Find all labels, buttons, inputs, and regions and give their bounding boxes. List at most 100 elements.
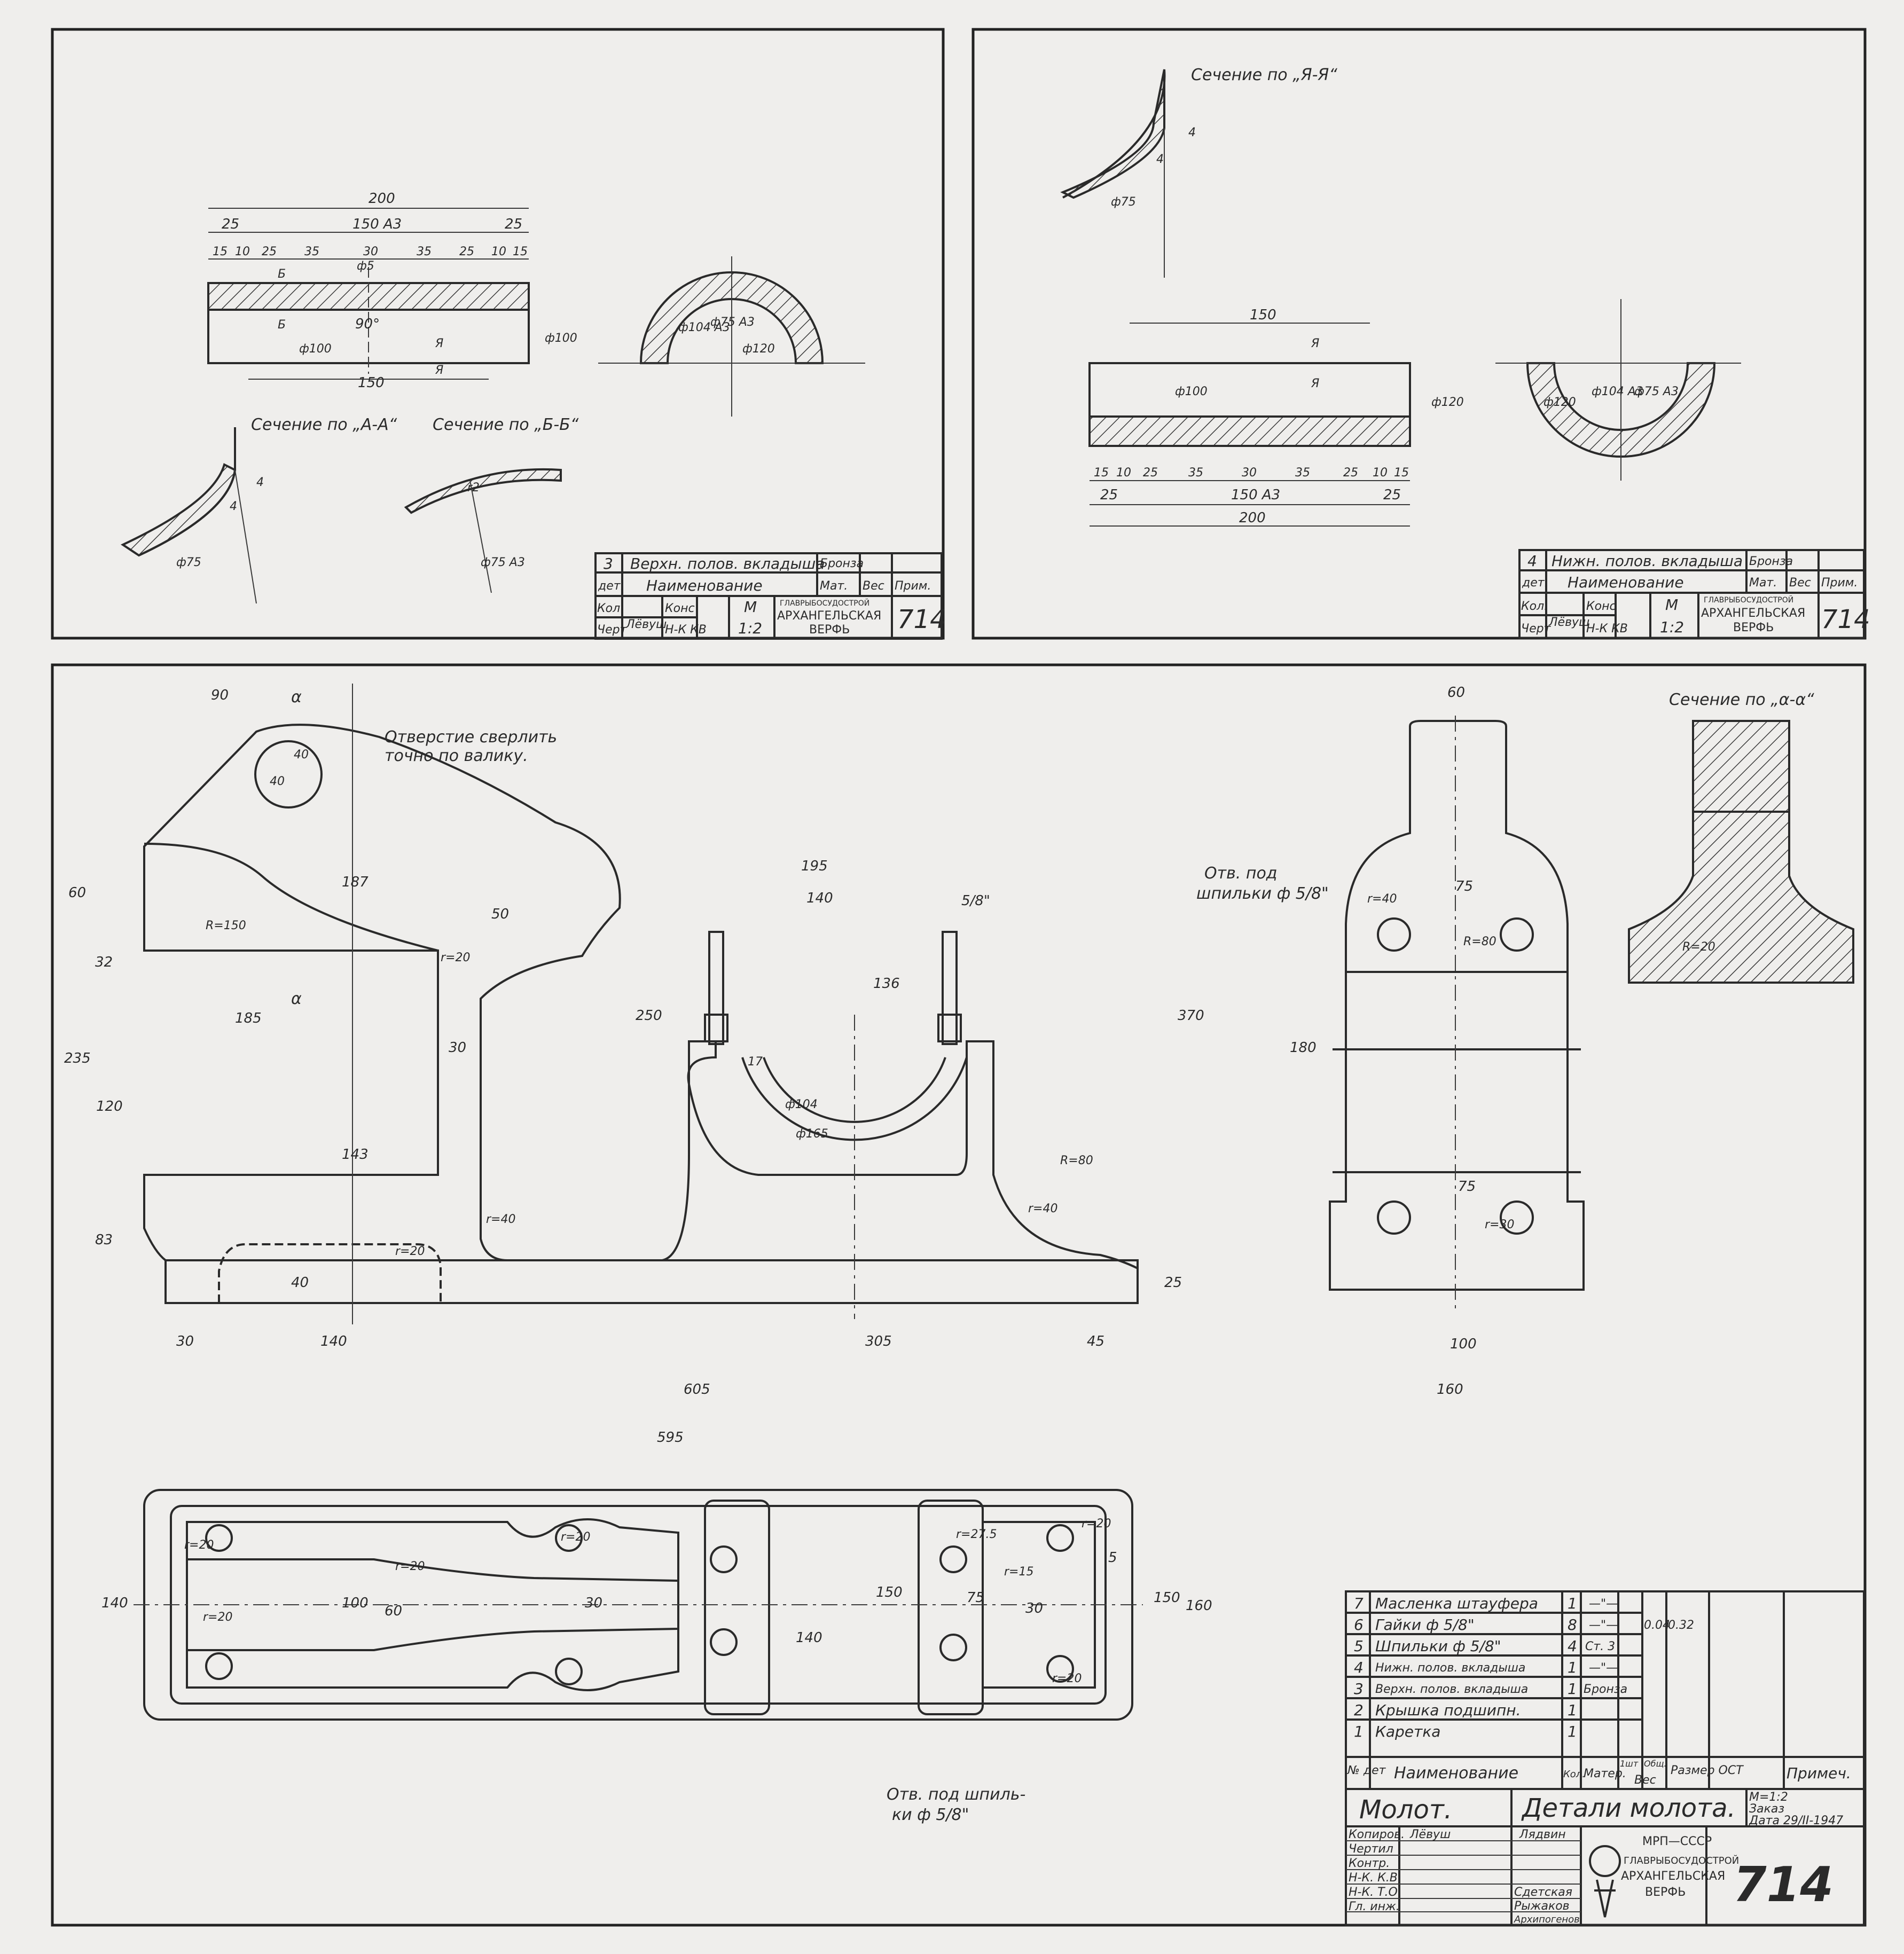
bom-qty: 8 [1568, 1616, 1577, 1634]
bolt-hole [205, 1652, 233, 1680]
bom-pos: 6 [1354, 1616, 1364, 1634]
dim-label: 30 [176, 1333, 194, 1349]
dim-label: 40 [291, 1275, 309, 1291]
dim-label: 605 [684, 1382, 710, 1398]
dim-label: r=15 [1004, 1565, 1033, 1579]
approver-name: Архипогенов [1514, 1914, 1580, 1925]
stud-hole [939, 1545, 967, 1573]
tb2-drawing-number: 714 [1821, 605, 1870, 634]
tb1-hdr-note: Прим. [895, 579, 931, 593]
dim-label: 30 [363, 245, 378, 258]
dim-label: 140 [796, 1630, 822, 1646]
panel-frame-3 [51, 663, 1867, 1927]
bom-hdr-wt: Вес [1634, 1773, 1656, 1787]
dim-label: 30 [449, 1040, 466, 1056]
dim-label: ф100 [545, 332, 577, 345]
dim-label: r=20 [1082, 1517, 1111, 1531]
dim-label: ф120 [1431, 396, 1464, 409]
dim-label: ф120 [742, 342, 775, 356]
bom-weight-total: 0.32 [1668, 1619, 1694, 1632]
dim-label: 10 [1373, 466, 1388, 480]
dim-label: 25 [505, 216, 522, 232]
tb1-kons: Конс [665, 602, 695, 615]
tb2-nk-kv: Н-К КВ [1586, 622, 1628, 635]
title-scale: М=1:2 [1749, 1791, 1788, 1804]
dim-label: 595 [657, 1430, 684, 1446]
dim-label: Б [278, 268, 286, 281]
bom-hdr-name: Наименование [1394, 1764, 1518, 1783]
dim-label: R=80 [1060, 1154, 1093, 1167]
stud-hole [710, 1545, 738, 1573]
dim-label: 15 [1394, 466, 1409, 480]
dim-label: 17 [748, 1055, 763, 1069]
dim-label: 83 [95, 1232, 113, 1248]
dim-label: ф104 [785, 1098, 818, 1111]
tb1-hdr-det: дет. [598, 579, 624, 593]
bom-qty: 1 [1568, 1680, 1577, 1698]
tb1-kol: Кол [597, 602, 620, 615]
bom-name: Верхн. полов. вкладыша [1375, 1683, 1528, 1696]
dim-label: ф165 [796, 1127, 828, 1141]
bom-qty: 1 [1568, 1659, 1577, 1676]
tb1-scale: 1:2 [738, 619, 762, 637]
dim-label: r=20 [1052, 1672, 1082, 1685]
role-label: Н-К. К.В. [1349, 1871, 1401, 1885]
dim-label: Я [1311, 377, 1319, 390]
dim-label: 90° [355, 316, 380, 332]
bolt-hole [205, 1524, 233, 1552]
dim-label: 25 [262, 245, 277, 258]
dim-label: 40 [270, 775, 285, 788]
dim-label: 40 [294, 748, 309, 762]
dim-label: r=27.5 [956, 1528, 997, 1541]
tb2-org-sub: ВЕРФЬ [1733, 621, 1774, 634]
dim-label: 15 [213, 245, 228, 258]
dim-label: ф75 А3 [481, 556, 525, 569]
bolt-hole [555, 1524, 583, 1552]
bom-weight-unit: 0.04 [1644, 1619, 1670, 1632]
dim-label: 150 [1154, 1590, 1180, 1606]
role-label: Чертил [1349, 1842, 1393, 1856]
dim-label: ф75 А3 [710, 316, 755, 329]
tb2-material: Бронза [1749, 555, 1793, 568]
carriage-outline-front [143, 724, 1139, 1304]
dim-label: 136 [873, 976, 900, 992]
tb2-kons: Конс [1586, 600, 1616, 613]
dim-label: R=20 [1682, 940, 1715, 954]
tb2-kol: Кол. [1521, 600, 1548, 613]
panel3-front-view: 90 40 40 60 32 187 R=150 50 r=20 185 250… [64, 684, 1182, 1398]
note-plan-holes-line2: ки ф 5/8" [892, 1806, 969, 1824]
dim-label: ф5 [357, 260, 374, 273]
dim-label: 60 [68, 885, 86, 901]
ministry-label: МРП—СССР [1642, 1835, 1712, 1848]
dim-label: 10 [235, 245, 250, 258]
dim-label: 305 [865, 1333, 892, 1349]
dim-label: 25 [1383, 487, 1401, 503]
tb2-part-name: Нижн. полов. вкладыша [1552, 552, 1743, 570]
dim-label: R=80 [1463, 935, 1496, 948]
dim-label: 195 [801, 858, 828, 874]
bolt-hole [555, 1658, 583, 1685]
bom-mat: —"— [1589, 1597, 1618, 1611]
dim-label: ф75 [1111, 195, 1136, 209]
panel3-section-alpha: Сечение по „α-α“ R=20 [1628, 690, 1854, 984]
dim-label: 60 [1447, 685, 1465, 701]
tb2-hdr-wt: Вес [1789, 576, 1811, 590]
dim-label: 235 [64, 1050, 91, 1066]
dim-label: ф100 [1175, 385, 1208, 398]
drawing-number: 714 [1733, 1857, 1834, 1913]
title-order: Заказ [1749, 1802, 1784, 1816]
dim-label: 75 [1455, 878, 1473, 894]
dim-label: 30 [1242, 466, 1257, 480]
bom-hdr-note: Примеч. [1787, 1764, 1851, 1782]
dim-label: r=20 [395, 1560, 425, 1573]
dim-label: r=20 [441, 951, 470, 964]
tb2-hdr-det: дет. [1522, 576, 1548, 590]
dim-label: 25 [1143, 466, 1158, 480]
tb1-scale-m: M [744, 598, 757, 616]
approver-name: Сдетская [1514, 1886, 1572, 1899]
tb1-org-sub: ВЕРФЬ [809, 623, 850, 637]
dim-label: 30 [585, 1595, 602, 1611]
bom-hdr-mat: Матер. [1584, 1767, 1626, 1780]
dim-label: 150 [1250, 307, 1276, 323]
dim-label: r2 [467, 481, 480, 495]
